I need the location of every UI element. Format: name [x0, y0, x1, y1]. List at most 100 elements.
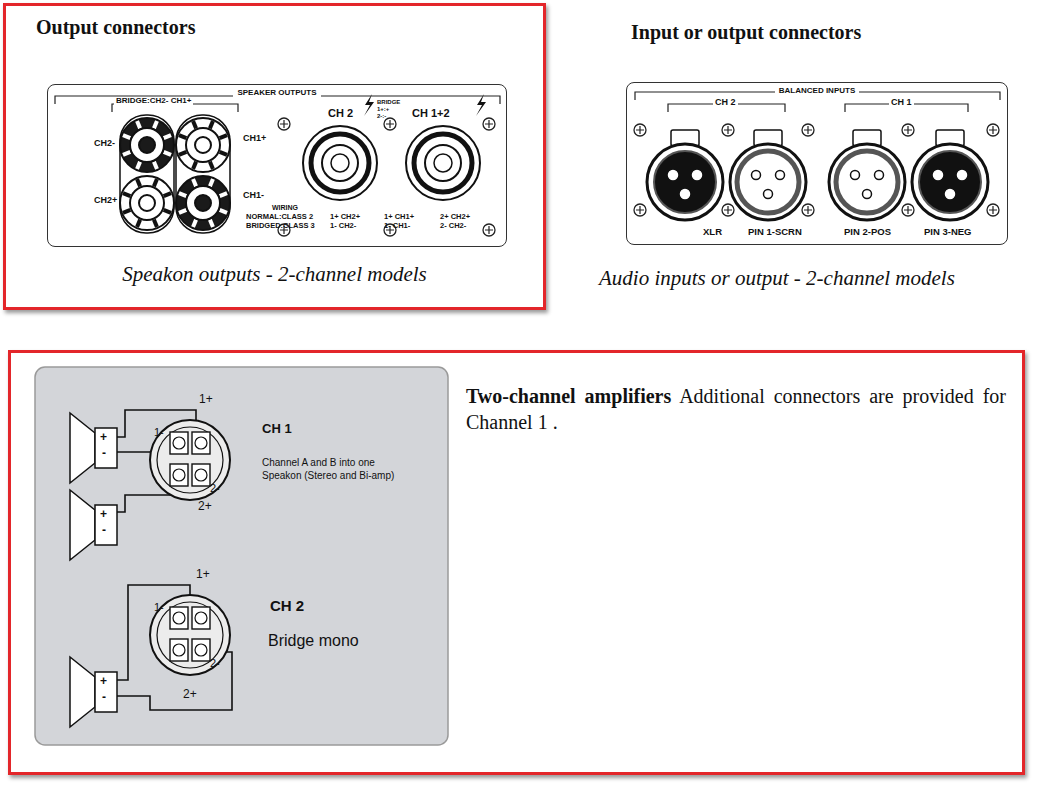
part-stroke — [724, 206, 732, 214]
screw — [987, 204, 999, 216]
part-stroke — [483, 224, 495, 236]
connector-label: PIN 1-SCRN — [748, 227, 802, 237]
connector-label: BRIDGED:CLASS 3 — [246, 222, 315, 230]
part-stroke — [193, 121, 196, 128]
part-stroke — [192, 464, 210, 486]
connector-label: CH2+ — [94, 196, 117, 206]
section-heading: Input or output connectors — [631, 21, 861, 44]
binding-post — [120, 176, 174, 230]
screw — [902, 124, 914, 136]
connector-label: - — [102, 691, 106, 704]
part-stroke — [195, 612, 207, 624]
connector-label: CH2- — [94, 139, 115, 149]
part-stroke — [722, 124, 734, 136]
caption: Audio inputs or output - 2-channel model… — [599, 266, 955, 291]
part-stroke — [179, 135, 186, 138]
connector-label: NORMAL:CLASS 2 — [246, 213, 313, 221]
part-stroke — [195, 469, 207, 481]
screw — [722, 124, 734, 136]
part-stroke — [130, 186, 164, 220]
part-stroke — [164, 193, 171, 196]
section-heading: Output connectors — [36, 16, 195, 39]
part-stroke — [123, 193, 130, 196]
part-stroke — [863, 190, 872, 199]
part-stroke — [989, 206, 997, 214]
part-stroke — [179, 193, 186, 196]
part-stroke — [636, 126, 644, 134]
xlr-socket — [829, 130, 905, 220]
speaker-symbol — [70, 490, 117, 560]
part-stroke — [193, 220, 196, 227]
speaker-symbol — [70, 413, 117, 483]
speakon-face — [150, 595, 230, 675]
connector-label: CH1- — [243, 191, 264, 201]
speakon-face — [150, 420, 230, 500]
xlr-socket — [647, 130, 723, 220]
wiring-panel — [35, 367, 448, 745]
part-stroke — [150, 420, 230, 500]
part-stroke — [70, 413, 95, 483]
part-stroke — [195, 195, 211, 211]
part-stroke — [946, 190, 955, 199]
part-stroke — [654, 151, 716, 213]
part-stroke — [120, 118, 174, 172]
part-stroke — [173, 469, 185, 481]
part-stroke — [851, 171, 860, 180]
connector-label: CH1+ — [243, 134, 266, 144]
part-stroke — [386, 120, 394, 128]
part-stroke — [958, 171, 967, 180]
part-stroke — [95, 428, 117, 468]
part-stroke — [130, 128, 164, 162]
part-stroke — [210, 121, 213, 128]
hazard-bolt — [476, 94, 486, 116]
connector-label: 1- — [154, 601, 164, 613]
part-stroke — [693, 171, 702, 180]
connector-label: 2+ — [183, 688, 197, 701]
part-stroke — [485, 120, 493, 128]
part-stroke — [902, 124, 914, 136]
screw — [483, 118, 495, 130]
connector-label: 2+ — [198, 500, 212, 513]
caption: Speakon outputs - 2-channel models — [6, 262, 543, 287]
connector-label: + — [100, 675, 107, 688]
connector-label: 1+ — [199, 393, 213, 406]
part-stroke — [164, 152, 171, 155]
part-stroke — [875, 171, 884, 180]
connector-label: XLR — [703, 227, 722, 237]
connector-label: CH 2 — [713, 98, 738, 108]
part-stroke — [195, 437, 207, 449]
part-stroke — [120, 176, 174, 230]
connector-label: 2+ CH2+ — [440, 213, 470, 221]
part-stroke — [303, 126, 377, 200]
part-stroke — [170, 639, 188, 661]
part-stroke — [804, 206, 812, 214]
part-stroke — [123, 152, 130, 155]
part-stroke — [989, 126, 997, 134]
part-stroke — [210, 220, 213, 227]
screw — [902, 204, 914, 216]
connector-label: CH 2 — [328, 107, 353, 119]
part-stroke — [483, 118, 495, 130]
xlr-socket — [912, 130, 988, 220]
part-stroke — [173, 437, 185, 449]
part-stroke — [95, 672, 117, 712]
part-stroke — [737, 151, 799, 213]
part-stroke — [836, 151, 898, 213]
part-stroke — [776, 171, 785, 180]
part-stroke — [195, 137, 211, 153]
screw — [987, 124, 999, 136]
part-stroke — [384, 118, 396, 130]
part-stroke — [139, 137, 155, 153]
part-stroke — [193, 162, 196, 169]
connector-label: 1+ CH2+ — [330, 213, 360, 221]
part-stroke — [95, 505, 117, 545]
part-stroke — [278, 118, 290, 130]
section-heading: Two-channel amplifiers — [466, 385, 671, 407]
part-stroke — [137, 162, 140, 169]
screw — [384, 118, 396, 130]
part-stroke — [137, 220, 140, 227]
part-stroke — [164, 135, 171, 138]
part-stroke — [904, 206, 912, 214]
section-frame: Two-channel amplifiers Additional connec… — [8, 350, 1025, 775]
connector-label: - — [102, 524, 106, 537]
